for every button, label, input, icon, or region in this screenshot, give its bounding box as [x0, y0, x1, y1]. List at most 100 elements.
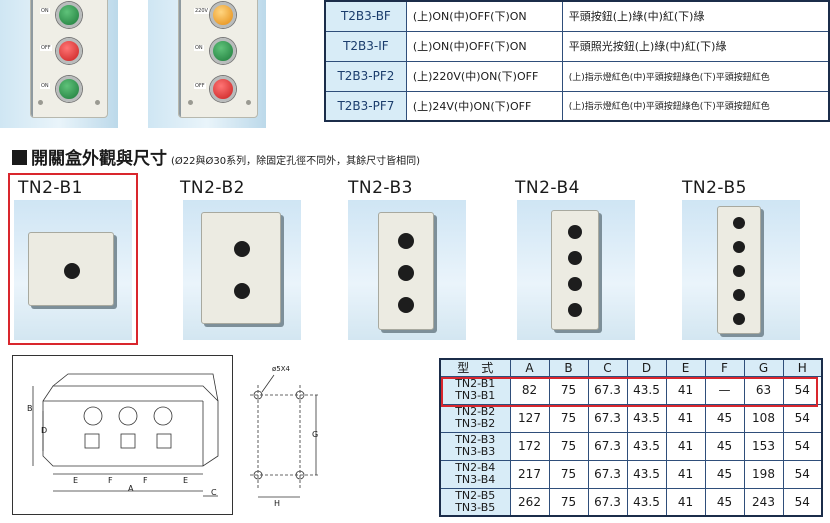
mounting-hole: [733, 217, 745, 229]
photo-tn2-b1: [14, 200, 132, 340]
dim-label-h: H: [274, 499, 281, 508]
value-cell: 75: [548, 487, 589, 517]
value-cell: 243: [743, 487, 784, 517]
model-label-b3: TN2-B3: [348, 178, 413, 198]
header-cell: A: [509, 358, 550, 377]
value-cell: 54: [782, 431, 823, 461]
screw: [246, 100, 251, 105]
mounting-hole: [234, 283, 250, 299]
state-cell: (上)24V(中)ON(下)OFF: [405, 90, 563, 122]
mounting-hole: [398, 265, 414, 281]
value-cell: 45: [704, 431, 745, 461]
enclosure: [378, 212, 434, 330]
value-cell: 67.3: [587, 431, 628, 461]
highlight-row-tn2-b1: [441, 377, 818, 407]
header-cell: E: [665, 358, 706, 377]
mounting-hole: [398, 233, 414, 249]
mounting-hole: [568, 303, 582, 317]
amber-indicator-top: [210, 2, 236, 28]
screw: [95, 100, 100, 105]
button-tag-top: ON: [40, 8, 50, 14]
section-note: (Ø22與Ø30系列，除固定孔徑不同外，其餘尺寸皆相同): [171, 156, 420, 167]
photo-tn2-b5: [682, 200, 800, 340]
desc-cell: 平頭按鈕(上)綠(中)紅(下)綠: [561, 0, 830, 32]
photo-tn2-b4: [517, 200, 635, 340]
section-heading: 開關盒外觀與尺寸 (Ø22與Ø30系列，除固定孔徑不同外，其餘尺寸皆相同): [12, 144, 420, 169]
table-header-row: 型 式 A B C D E F G H: [439, 358, 823, 377]
mounting-hole: [398, 297, 414, 313]
value-cell: 54: [782, 487, 823, 517]
dim-label-f: F: [108, 476, 113, 485]
mounting-hole: [568, 251, 582, 265]
value-cell: 198: [743, 459, 784, 489]
value-cell: 262: [509, 487, 550, 517]
button-tag-mid: ON: [194, 45, 204, 51]
header-cell: F: [704, 358, 745, 377]
enclosure: [28, 232, 114, 306]
dim-label-f2: F: [143, 476, 148, 485]
photo-tn2-b2: [183, 200, 301, 340]
product-photo-panel-2: 220V ON OFF: [148, 0, 266, 128]
green-button-bot: [56, 76, 82, 102]
dimension-drawing-svg: [32, 373, 219, 497]
model-cell: T2B3-PF2: [324, 60, 407, 92]
button-tag-bot: ON: [40, 83, 50, 89]
value-cell: 217: [509, 459, 550, 489]
value-cell: 43.5: [626, 403, 667, 433]
value-cell: 67.3: [587, 403, 628, 433]
value-cell: 67.3: [587, 487, 628, 517]
enclosure: [201, 212, 281, 324]
header-cell: H: [782, 358, 823, 377]
model-cell: T2B3-IF: [324, 30, 407, 62]
header-cell: 型 式: [439, 358, 511, 377]
mounting-hole: [234, 241, 250, 257]
header-cell: D: [626, 358, 667, 377]
value-cell: 41: [665, 403, 706, 433]
screw: [38, 100, 43, 105]
model-cell: T2B3-PF7: [324, 90, 407, 122]
switch-spec-table: T2B3-BF (上)ON(中)OFF(下)ON 平頭按鈕(上)綠(中)紅(下)…: [324, 0, 830, 122]
value-cell: 45: [704, 403, 745, 433]
header-cell: C: [587, 358, 628, 377]
mounting-hole: [568, 277, 582, 291]
header-cell: B: [548, 358, 589, 377]
dim-label-d: D: [41, 426, 48, 435]
mounting-hole: [733, 313, 745, 325]
model-label-b5: TN2-B5: [682, 178, 747, 198]
button-tag-bot: OFF: [194, 83, 206, 89]
mounting-hole: [733, 289, 745, 301]
value-cell: 67.3: [587, 459, 628, 489]
value-cell: 127: [509, 403, 550, 433]
desc-cell: (上)指示燈紅色(中)平頭按鈕綠色(下)平頭按鈕紅色: [561, 90, 830, 122]
dim-label-b: B: [27, 404, 33, 413]
button-tag-top: 220V: [194, 8, 209, 14]
green-button-mid: [210, 38, 236, 64]
mounting-hole: [733, 241, 745, 253]
dim-label-g: G: [312, 430, 319, 439]
value-cell: 41: [665, 459, 706, 489]
dim-label-e2: E: [183, 476, 189, 485]
value-cell: 75: [548, 403, 589, 433]
section-title: 開關盒外觀與尺寸: [31, 149, 167, 169]
value-cell: 43.5: [626, 487, 667, 517]
screw: [188, 100, 193, 105]
model-label-b4: TN2-B4: [515, 178, 580, 198]
photo-tn2-b3: [348, 200, 466, 340]
hole-label: ø5X4: [272, 365, 290, 373]
value-cell: 108: [743, 403, 784, 433]
desc-cell: (上)指示燈紅色(中)平頭按鈕綠色(下)平頭按鈕紅色: [561, 60, 830, 92]
value-cell: 54: [782, 459, 823, 489]
green-button-top: [56, 2, 82, 28]
dim-label-c: C: [211, 488, 217, 497]
mounting-hole: [733, 265, 745, 277]
value-cell: 172: [509, 431, 550, 461]
mounting-hole: [568, 225, 582, 239]
value-cell: 153: [743, 431, 784, 461]
